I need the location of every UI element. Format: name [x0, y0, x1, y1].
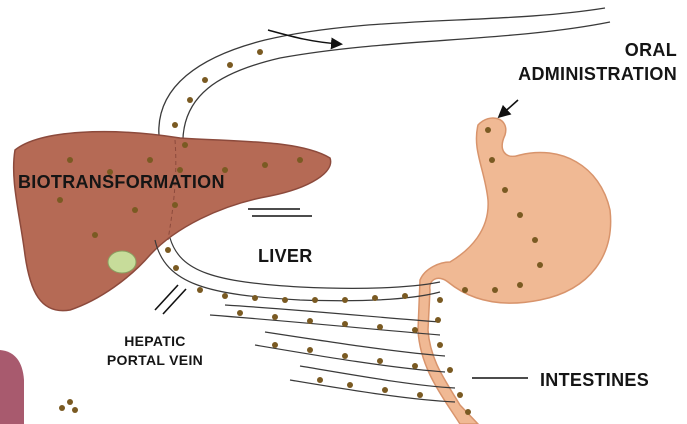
oral-administration-label: ORAL ADMINISTRATION	[518, 38, 677, 86]
liver	[14, 132, 331, 311]
oral-arrow-icon	[500, 100, 518, 116]
vessel-markers	[155, 285, 186, 314]
intestines-label: INTESTINES	[540, 370, 649, 391]
biotransformation-label: BIOTRANSFORMATION	[18, 172, 225, 193]
liver-label: LIVER	[258, 246, 313, 267]
hepatic-portal-vein-label: HEPATIC PORTAL VEIN	[80, 332, 230, 370]
corner-tab	[0, 350, 24, 424]
gallbladder	[108, 251, 136, 273]
